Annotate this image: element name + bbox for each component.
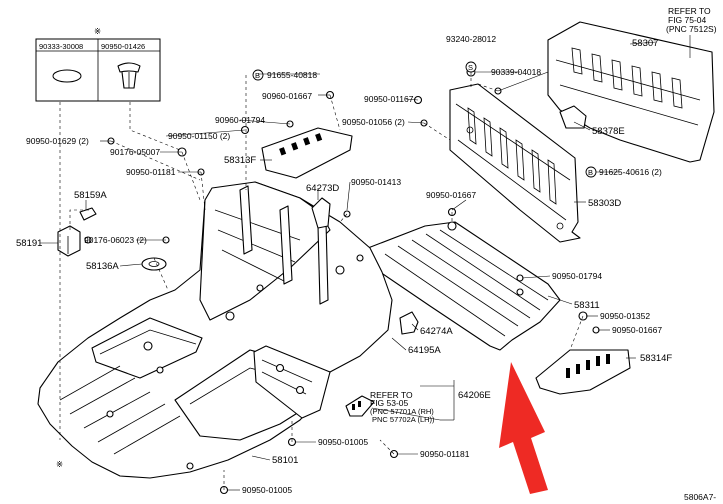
marker-b-top-icon: B — [252, 69, 264, 81]
inset-col2-label: 90950-01426 — [101, 42, 145, 51]
label-91655: 91655-40818 — [267, 70, 317, 80]
refer-to-fig-53-05: REFER TO FIG 53-05 (PNC 57701A (RH) PNC … — [370, 390, 435, 424]
label-90950-01794: 90950-01794 — [552, 271, 602, 281]
refer-to-fig-75-04: REFER TO FIG 75-04 (PNC 7512S) — [666, 6, 717, 58]
label-90950-01352: 90950-01352 — [600, 311, 650, 321]
label-90950-01181b: 90950-01181 — [420, 449, 470, 459]
label-90176-06023: 90176-06023 (2) — [84, 235, 147, 245]
label-58378E: 58378E — [592, 126, 625, 137]
label-90960: 90960-01667 — [262, 91, 312, 101]
label-58303D: 58303D — [588, 198, 621, 209]
part-58311-rear-floor-pan — [367, 221, 561, 351]
label-90950-01056: 90950-01056 (2) — [342, 117, 405, 127]
label-64274A: 64274A — [420, 326, 453, 337]
label-64273D: 64273D — [306, 183, 339, 194]
part-58314F-cover — [535, 349, 631, 395]
part-58378E-bracket — [559, 105, 587, 129]
label-leaders — [40, 41, 657, 491]
svg-text:PNC 57702A (LH)): PNC 57702A (LH)) — [372, 415, 435, 424]
part-64273D-bracket — [311, 197, 331, 229]
marker-s-icon: S — [465, 61, 477, 73]
label-90960-01794: 90960-01794 — [215, 115, 265, 125]
label-58159A: 58159A — [74, 190, 107, 201]
label-58313F: 58313F — [224, 155, 256, 166]
label-58311: 58311 — [574, 300, 600, 311]
label-58136A: 58136A — [86, 261, 119, 272]
clip-icon — [117, 62, 141, 89]
dashed-leaders — [59, 72, 584, 490]
label-64195A: 64195A — [408, 345, 441, 356]
label-90339: 90339-04018 — [491, 67, 541, 77]
svg-text:(PNC 57701A (RH): (PNC 57701A (RH) — [370, 407, 434, 416]
part-58159A-clip — [79, 207, 97, 221]
label-58191: 58191 — [16, 238, 42, 249]
svg-text:FIG 75-04: FIG 75-04 — [668, 15, 707, 25]
label-90950-01181a: 90950-01181 — [126, 167, 176, 177]
label-90176-05007: 90176-05007 — [110, 147, 160, 157]
part-58303D-rear-floor-panel — [449, 83, 581, 243]
inset-fastener-box: ※ 90333-30008 90950-01426 — [35, 26, 161, 102]
part-64274A-stopper — [399, 311, 419, 335]
label-90950-01629: 90950-01629 (2) — [26, 136, 89, 146]
label-58314F: 58314F — [640, 353, 672, 364]
label-64206E: 64206E — [458, 390, 491, 401]
part-58101-main-floor-pan — [37, 181, 393, 479]
label-90950-01667: 90950-01667 — [426, 190, 476, 200]
part-58307-rear-panel — [547, 21, 715, 163]
label-90950-01005a: 90950-01005 — [318, 437, 368, 447]
svg-text:(PNC 7512S): (PNC 7512S) — [666, 24, 717, 34]
grommet-plug-icon — [52, 69, 82, 83]
label-58307: 58307 — [632, 38, 658, 49]
part-labels: 93240-28012 90339-04018 91655-40818 9096… — [16, 34, 672, 495]
figure-code: 5806A7- — [684, 492, 716, 502]
part-58136A-plug — [141, 257, 167, 271]
part-64206E-bracket — [345, 395, 375, 417]
label-90950-01005b: 90950-01005 — [242, 485, 292, 495]
inset-marker: ※ — [94, 26, 101, 36]
bottom-marker: ※ — [56, 459, 63, 469]
part-58313F-cover — [261, 127, 353, 179]
inset-col1-label: 90333-30008 — [39, 42, 83, 51]
label-90950-01150: 90950-01150 (2) — [168, 131, 230, 141]
marker-b-right-icon: B — [585, 166, 597, 178]
label-90950-01167: 90950-01167 — [364, 94, 414, 104]
label-93240: 93240-28012 — [446, 34, 496, 44]
svg-text:B: B — [588, 168, 593, 177]
svg-text:B: B — [255, 71, 260, 80]
svg-text:FIG 53-05: FIG 53-05 — [370, 398, 409, 408]
label-91625: 91625-40616 (2) — [599, 167, 662, 177]
label-90950-01413: 90950-01413 — [351, 177, 401, 187]
label-58101: 58101 — [272, 455, 298, 466]
red-pointer-arrow-icon — [499, 362, 548, 494]
svg-text:S: S — [468, 63, 473, 72]
label-90950-01667b: 90950-01667 — [612, 325, 662, 335]
part-58191-bracket — [57, 225, 81, 257]
svg-text:REFER TO: REFER TO — [668, 6, 711, 16]
svg-text:REFER TO: REFER TO — [370, 390, 413, 400]
